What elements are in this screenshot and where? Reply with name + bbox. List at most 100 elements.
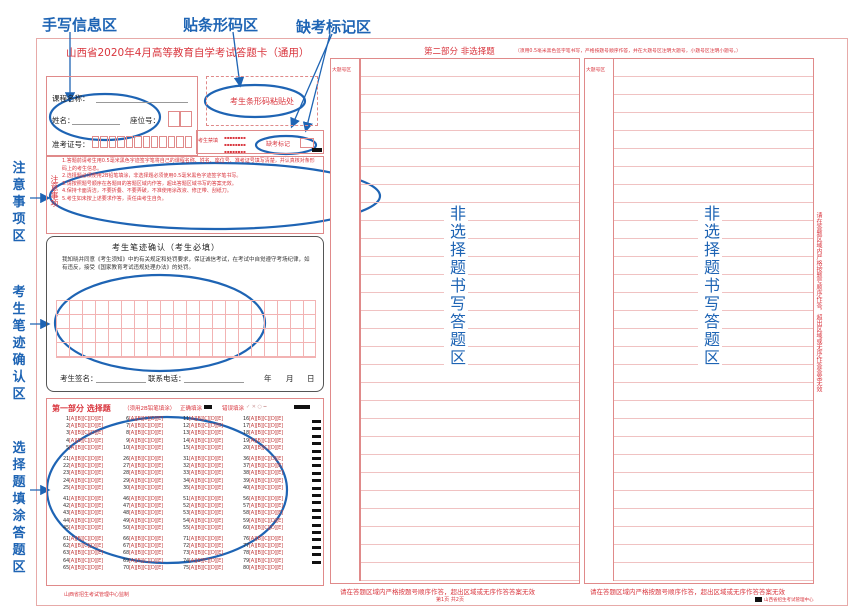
choice-bubble[interactable]: [D] (209, 456, 217, 462)
choice-bubble[interactable]: [B] (75, 430, 83, 437)
choice-bubble[interactable]: [A] (69, 444, 76, 451)
choice-bubble[interactable]: [D] (89, 484, 97, 491)
choice-bubble[interactable]: [C] (262, 463, 270, 470)
choice-question-row[interactable]: 25[A][B][C][D][E] (60, 485, 103, 491)
choice-question-row[interactable]: 21[A][B][C][D][E] (60, 456, 103, 462)
choice-bubble[interactable]: [A] (249, 430, 256, 437)
choice-bubble[interactable]: [A] (129, 510, 136, 517)
choice-bubble[interactable]: [A] (129, 423, 136, 430)
choice-bubble[interactable]: [D] (89, 536, 97, 542)
choice-question-row[interactable]: 80[A][B][C][D][E] (240, 565, 283, 571)
choice-bubble[interactable]: [E] (216, 484, 223, 491)
choice-bubble[interactable]: [D] (269, 510, 277, 517)
choice-bubble[interactable]: [B] (255, 470, 263, 477)
choice-bubble[interactable]: [C] (262, 536, 270, 542)
choice-bubble[interactable]: [B] (75, 470, 83, 477)
choice-bubble[interactable]: [C] (262, 524, 270, 531)
choice-bubble[interactable]: [E] (276, 477, 283, 484)
choice-bubble[interactable]: [B] (135, 557, 143, 564)
choice-bubble[interactable]: [C] (142, 437, 150, 444)
choice-bubble[interactable]: [E] (96, 456, 103, 462)
choice-bubble[interactable]: [E] (96, 496, 103, 502)
choice-bubble[interactable]: [B] (195, 517, 203, 524)
choice-question-row[interactable]: 55[A][B][C][D][E] (180, 525, 223, 531)
choice-bubble[interactable]: [D] (89, 430, 97, 437)
choice-bubble[interactable]: [A] (129, 496, 136, 502)
choice-question-row[interactable]: 32[A][B][C][D][E] (180, 463, 223, 469)
choice-bubble[interactable]: [A] (189, 536, 196, 542)
choice-bubble[interactable]: [B] (75, 543, 83, 550)
choice-bubble[interactable]: [E] (156, 557, 163, 564)
choice-bubble[interactable]: [E] (276, 536, 283, 542)
choice-bubble[interactable]: [E] (276, 557, 283, 564)
choice-bubble[interactable]: [C] (262, 496, 270, 502)
choice-bubble[interactable]: [B] (75, 484, 83, 491)
choice-bubble[interactable]: [E] (276, 470, 283, 477)
choice-bubble[interactable]: [B] (195, 444, 203, 451)
choice-bubble[interactable]: [C] (262, 416, 270, 422)
choice-bubble[interactable]: [E] (216, 564, 223, 571)
choice-bubble[interactable]: [A] (69, 463, 76, 470)
choice-bubble[interactable]: [D] (149, 517, 157, 524)
choice-bubble[interactable]: [B] (255, 423, 263, 430)
choice-bubble[interactable]: [C] (142, 524, 150, 531)
choice-bubble[interactable]: [D] (149, 510, 157, 517)
choice-bubble[interactable]: [C] (82, 496, 90, 502)
choice-bubble[interactable]: [A] (189, 510, 196, 517)
choice-bubble[interactable]: [D] (149, 423, 157, 430)
choice-bubble[interactable]: [B] (135, 536, 143, 542)
choice-bubble[interactable]: [E] (96, 444, 103, 451)
choice-bubble[interactable]: [C] (82, 564, 90, 571)
choice-bubble[interactable]: [C] (142, 564, 150, 571)
choice-bubble[interactable]: [B] (135, 517, 143, 524)
choice-question-row[interactable]: 4[A][B][C][D][E] (60, 438, 103, 444)
choice-question-row[interactable]: 68[A][B][C][D][E] (120, 550, 163, 556)
choice-bubble[interactable]: [A] (69, 564, 76, 571)
choice-bubble[interactable]: [D] (89, 477, 97, 484)
choice-question-row[interactable]: 13[A][B][C][D][E] (180, 430, 223, 436)
choice-bubble[interactable]: [D] (149, 524, 157, 531)
choice-bubble[interactable]: [A] (189, 416, 196, 422)
choice-question-row[interactable]: 65[A][B][C][D][E] (60, 565, 103, 571)
choice-bubble[interactable]: [A] (249, 423, 256, 430)
choice-question-row[interactable]: 35[A][B][C][D][E] (180, 485, 223, 491)
choice-bubble[interactable]: [A] (189, 517, 196, 524)
choice-question-row[interactable]: 45[A][B][C][D][E] (60, 525, 103, 531)
choice-bubble[interactable]: [B] (75, 444, 83, 451)
choice-bubble[interactable]: [C] (202, 564, 210, 571)
choice-bubble[interactable]: [D] (149, 430, 157, 437)
choice-bubble[interactable]: [D] (269, 437, 277, 444)
choice-bubble[interactable]: [A] (129, 437, 136, 444)
choice-bubble[interactable]: [B] (195, 437, 203, 444)
choice-bubble[interactable]: [C] (202, 477, 210, 484)
choice-bubble[interactable]: [A] (189, 496, 196, 502)
choice-bubble[interactable]: [B] (195, 564, 203, 571)
choice-question-row[interactable]: 52[A][B][C][D][E] (180, 503, 223, 509)
choice-bubble[interactable]: [A] (249, 470, 256, 477)
choice-question-row[interactable]: 42[A][B][C][D][E] (60, 503, 103, 509)
choice-bubble[interactable]: [B] (195, 557, 203, 564)
choice-question-row[interactable]: 64[A][B][C][D][E] (60, 558, 103, 564)
choice-bubble[interactable]: [A] (249, 484, 256, 491)
choice-bubble[interactable]: [E] (96, 437, 103, 444)
choice-bubble[interactable]: [D] (209, 477, 217, 484)
choice-bubble[interactable]: [E] (216, 477, 223, 484)
choice-bubble[interactable]: [B] (195, 430, 203, 437)
choice-question-row[interactable]: 72[A][B][C][D][E] (180, 543, 223, 549)
choice-bubble[interactable]: [D] (269, 503, 277, 510)
choice-bubble[interactable]: [B] (255, 444, 263, 451)
choice-bubble[interactable]: [B] (255, 463, 263, 470)
choice-bubble[interactable]: [E] (96, 484, 103, 491)
choice-bubble[interactable]: [E] (156, 470, 163, 477)
choice-bubble[interactable]: [C] (262, 456, 270, 462)
choice-bubble[interactable]: [B] (75, 416, 83, 422)
choice-bubble[interactable]: [C] (142, 463, 150, 470)
choice-bubble[interactable]: [E] (216, 437, 223, 444)
choice-bubble[interactable]: [A] (69, 477, 76, 484)
choice-question-row[interactable]: 78[A][B][C][D][E] (240, 550, 283, 556)
choice-bubble[interactable]: [E] (156, 496, 163, 502)
choice-bubble[interactable]: [A] (129, 503, 136, 510)
choice-bubble[interactable]: [B] (135, 477, 143, 484)
choice-bubble[interactable]: [D] (149, 477, 157, 484)
choice-bubble[interactable]: [B] (255, 503, 263, 510)
